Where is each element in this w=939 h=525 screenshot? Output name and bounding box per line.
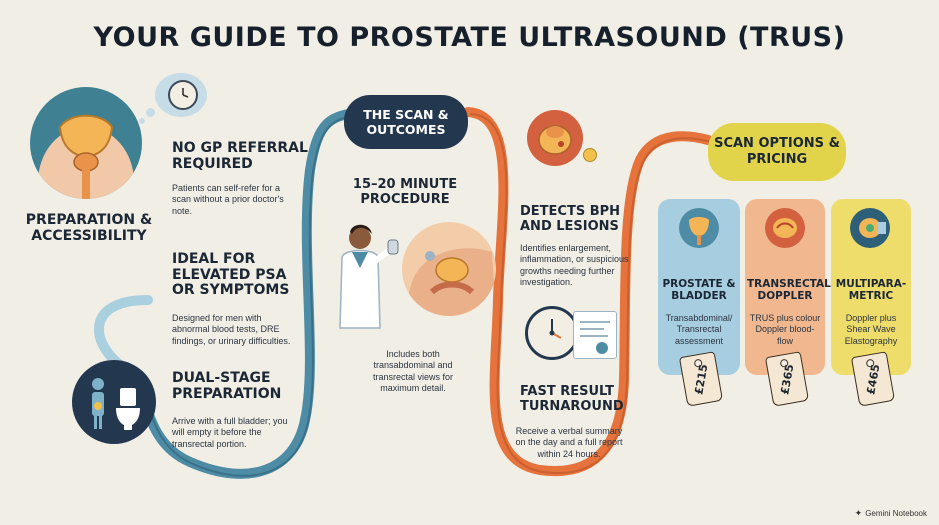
option-title-transrectal-doppler: TRANSRECTAL DOPPLER: [747, 278, 831, 303]
option-title-prostate-bladder: PROSTATE & BLADDER: [662, 278, 736, 303]
doppler-icon: [765, 208, 805, 248]
report-document-icon: [573, 311, 617, 359]
option-body-prostate-bladder: Transabdominal/ Transrectal assessment: [665, 313, 733, 346]
option-body-multiparametric: Doppler plus Shear Wave Elastography: [844, 313, 898, 346]
item-body-detects: Identifies enlargement, inflammation, or…: [520, 243, 629, 287]
item-heading-no-referral: NO GP REFERRAL REQUIRED: [172, 140, 308, 172]
restroom-illustration: [72, 360, 156, 444]
clock-icon: [168, 80, 198, 110]
price-prostate-bladder: £215: [691, 362, 711, 396]
anatomy-illustration: [30, 87, 142, 199]
option-title-multiparametric: MULTIPARA-METRIC: [835, 278, 907, 303]
multiparametric-icon: [850, 208, 890, 248]
item-heading-psa: IDEAL FOR ELEVATED PSA OR SYMPTOMS: [172, 251, 290, 299]
section-label-preparation: PREPARATION & ACCESSIBILITY: [25, 212, 153, 244]
item-body-preparation: Arrive with a full bladder; you will emp…: [172, 416, 288, 449]
option-body-transrectal-doppler: TRUS plus colour Doppler blood-flow: [749, 313, 821, 346]
item-body-results: Receive a verbal summary on the day and …: [515, 426, 623, 459]
bladder-icon: [679, 208, 719, 248]
price-multiparametric: £465: [863, 362, 883, 396]
section-label-scan-outcomes: THE SCAN & OUTCOMES: [344, 95, 468, 149]
cross-section-illustration: [402, 222, 496, 316]
section-label-options-pricing: SCAN OPTIONS & PRICING: [708, 123, 846, 181]
item-heading-preparation: DUAL-STAGE PREPARATION: [172, 370, 282, 402]
prostate-lesion-illustration: [527, 110, 583, 166]
alert-icon: [583, 148, 597, 162]
item-heading-procedure: 15–20 MINUTE PROCEDURE: [352, 177, 458, 207]
item-heading-detects: DETECTS BPH AND LESIONS: [520, 204, 621, 234]
item-heading-results: FAST RESULT TURNAROUND: [520, 384, 624, 414]
footer-label: Gemini Notebook: [865, 509, 927, 518]
clinician-illustration: [330, 218, 400, 338]
stopwatch-icon: [525, 306, 579, 360]
item-body-no-referral: Patients can self-refer for a scan witho…: [172, 183, 284, 216]
footer-attribution: ✦ Gemini Notebook: [855, 508, 927, 519]
item-body-procedure: Includes both transabdominal and transre…: [372, 349, 454, 393]
page-title: YOUR GUIDE TO PROSTATE ULTRASOUND (TRUS): [93, 22, 846, 53]
price-transrectal-doppler: £365: [777, 362, 797, 396]
item-body-psa: Designed for men with abnormal blood tes…: [172, 313, 291, 346]
sparkle-icon: ✦: [854, 508, 863, 518]
